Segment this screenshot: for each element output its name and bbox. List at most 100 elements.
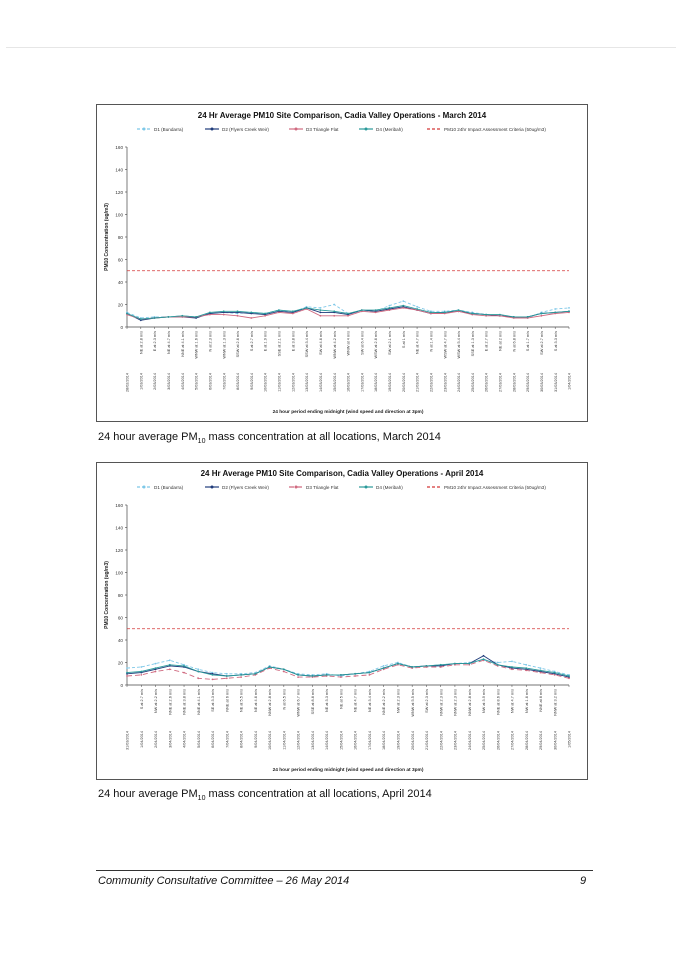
x-date-label: 8/04/2014	[240, 731, 244, 748]
x-wind-label: WNW at 1.6 m/s	[195, 331, 199, 359]
data-point	[539, 671, 542, 674]
data-point	[416, 305, 418, 308]
data-point	[154, 667, 157, 669]
x-date-label: 9/03/2014	[250, 373, 254, 390]
data-point	[325, 674, 328, 676]
x-wind-label: NE at 3.3 m/s	[325, 689, 329, 712]
x-date-label: 23/03/2014	[443, 373, 447, 392]
data-point	[402, 307, 405, 309]
x-wind-label: NNW at 2.8 m/s	[268, 689, 272, 716]
x-wind-label: NNE at 8 m/s	[539, 689, 543, 712]
data-point	[305, 307, 308, 309]
data-point	[250, 311, 253, 314]
x-date-label: 30/03/2014	[540, 373, 544, 392]
data-point	[222, 310, 225, 313]
data-point	[154, 670, 157, 673]
data-point	[268, 666, 271, 668]
x-date-label: 11/03/2014	[278, 373, 282, 392]
data-point	[425, 665, 428, 667]
data-point	[511, 666, 513, 668]
x-date-label: 8/03/2014	[236, 373, 240, 390]
x-wind-label: SW at 4.6 m/s	[319, 331, 323, 355]
y-tick-label: 100	[115, 213, 123, 218]
x-date-label: 20/03/2014	[402, 373, 406, 392]
data-point	[443, 311, 446, 314]
data-point	[225, 675, 228, 677]
x-date-label: 25/03/2014	[471, 373, 475, 392]
data-point	[347, 314, 349, 317]
x-wind-label: NE at 4.7 m/s	[167, 331, 171, 354]
data-point	[140, 670, 143, 673]
legend-label: D1 (Bundarra)	[154, 127, 184, 132]
data-point	[319, 311, 322, 314]
x-date-label: 5/03/2014	[195, 373, 199, 390]
data-point	[240, 676, 243, 678]
legend-label: D2 (Flyers Creek Weir)	[222, 127, 269, 132]
data-point	[225, 677, 228, 680]
series-line-4	[126, 305, 570, 320]
x-wind-label: SW at 2.3 m/s	[425, 689, 429, 713]
data-point	[512, 316, 515, 318]
x-date-label: 28/03/2014	[512, 373, 516, 392]
data-point	[250, 317, 253, 319]
y-tick-label: 80	[118, 593, 124, 598]
data-point	[311, 675, 314, 677]
x-wind-label: NW at 3.9 m/s	[482, 689, 486, 713]
x-date-label: 30/04/2014	[553, 731, 557, 750]
x-wind-label: SE at 3.3 m/s	[211, 689, 215, 712]
data-point	[254, 672, 257, 675]
legend-marker	[142, 485, 146, 489]
x-date-label: 27/04/2014	[511, 731, 515, 750]
y-tick-label: 0	[120, 325, 123, 330]
x-date-label: 3/04/2014	[168, 731, 172, 748]
data-point	[264, 312, 266, 315]
data-point	[291, 312, 294, 315]
data-point	[197, 670, 200, 673]
data-point	[540, 312, 543, 315]
data-point	[168, 668, 171, 671]
data-point	[471, 312, 474, 315]
data-point	[439, 663, 442, 666]
data-point	[496, 661, 499, 664]
footer-rule	[96, 870, 593, 871]
x-wind-label: NNE at 3.8 m/s	[183, 689, 187, 715]
data-point	[388, 307, 391, 309]
caption-march-sub: 10	[197, 438, 206, 446]
data-point	[183, 671, 185, 674]
y-tick-label: 60	[118, 258, 124, 263]
x-date-label: 12/03/2014	[291, 373, 295, 392]
data-point	[525, 663, 528, 666]
x-date-label: 1/03/2014	[139, 373, 143, 390]
data-point	[388, 309, 391, 311]
data-point	[282, 670, 285, 673]
x-wind-label: WNW at 4.2 m/s	[333, 331, 337, 359]
y-tick-label: 20	[118, 303, 124, 308]
y-tick-label: 60	[118, 616, 124, 621]
data-point	[278, 309, 280, 311]
caption-march: 24 hour average PM10 mass concentration …	[98, 431, 441, 445]
legend-label: D3 Triangle Flat	[306, 485, 339, 490]
data-point	[526, 316, 529, 318]
legend-label: D1 (Bundarra)	[154, 485, 184, 490]
x-axis-label: 24 hour period ending midnight (wind spe…	[273, 409, 424, 415]
x-date-label: 14/03/2014	[319, 373, 323, 392]
data-point	[126, 671, 128, 674]
x-date-label: 2/04/2014	[154, 731, 158, 748]
x-wind-label: NNW at 2.3 m/s	[454, 689, 458, 716]
data-point	[340, 674, 342, 676]
data-point	[354, 672, 356, 675]
x-wind-label: WSW at 4.7 m/s	[443, 331, 447, 359]
series-line-3	[126, 659, 570, 680]
x-wind-label: SW at 6.4 m/s	[360, 331, 364, 355]
data-point	[568, 677, 570, 680]
x-date-label: 26/03/2014	[485, 373, 489, 392]
legend-label: PM10 24hr Impact Assessment Criteria (50…	[444, 127, 546, 132]
data-point	[209, 311, 211, 314]
data-point	[209, 313, 211, 316]
x-wind-label: N at 6.8 m/s	[512, 331, 516, 352]
series-line-4	[126, 658, 570, 677]
x-wind-label: NNE at 4.1 m/s	[181, 331, 185, 357]
data-point	[402, 304, 405, 307]
data-point	[340, 676, 342, 678]
x-axis-label: 24 hour period ending midnight (wind spe…	[273, 767, 424, 773]
